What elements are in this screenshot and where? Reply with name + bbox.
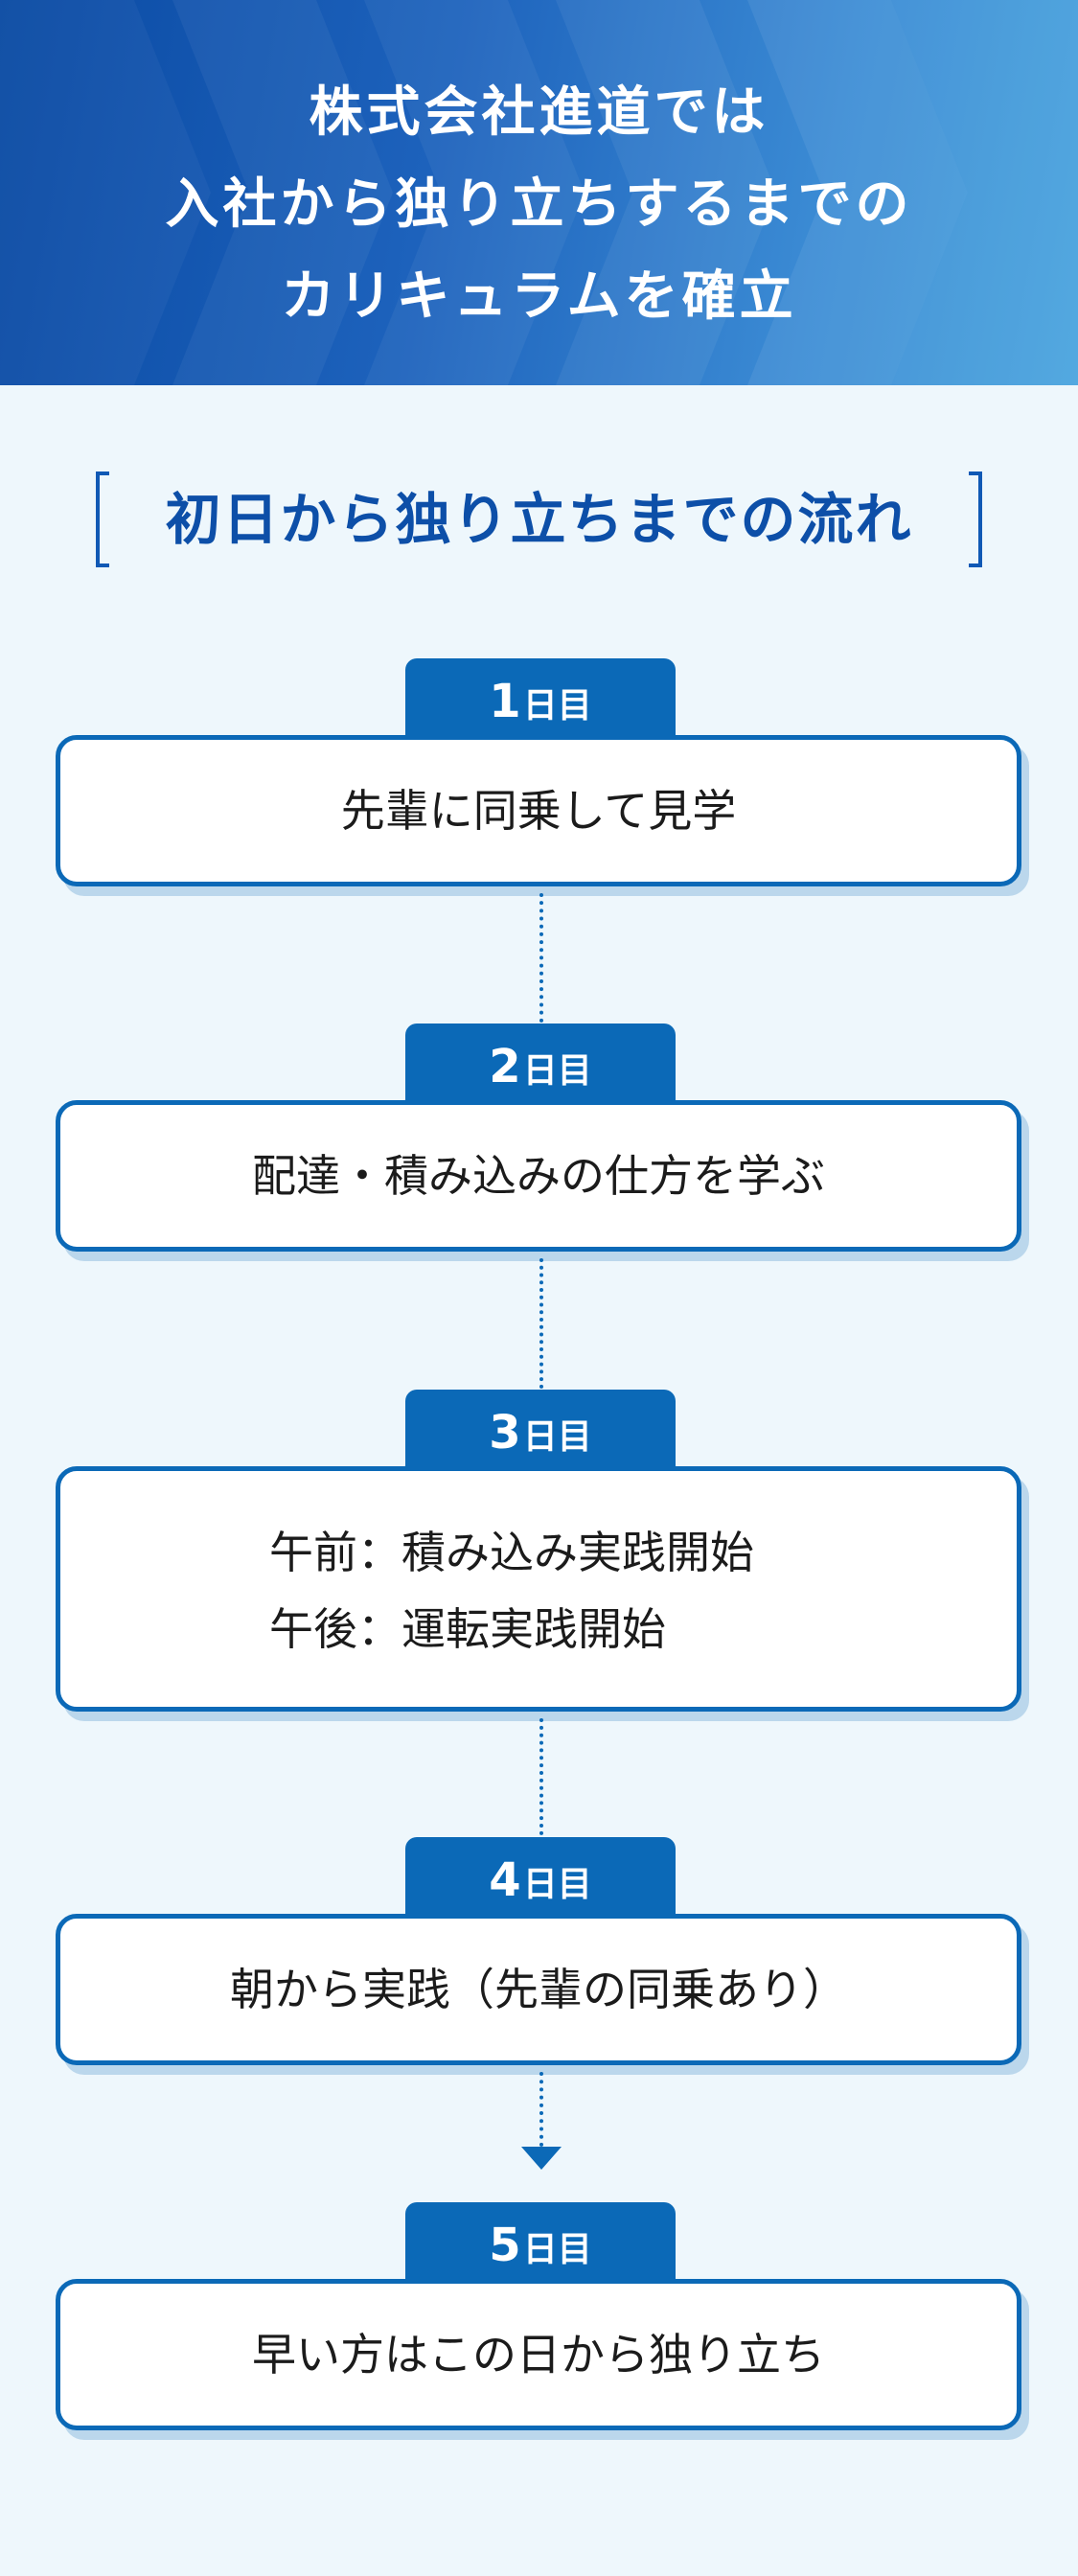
connector-2-3 (539, 1258, 543, 1389)
header-line-1: 株式会社進道では (309, 81, 769, 144)
header-line-3: カリキュラムを確立 (281, 265, 797, 328)
connector-4-5 (539, 2072, 543, 2147)
header-line-2: 入社から独り立ちするまでの (165, 173, 913, 236)
step-4-card: 朝から実践（先輩の同乗あり） (56, 1914, 1021, 2065)
step-3-text-afternoon: 午後：運転実践開始 (269, 1603, 666, 1655)
step-2-number: 2 (489, 1040, 521, 1093)
step-2-text: 配達・積み込みの仕方を学ぶ (252, 1150, 825, 1202)
chevron-background-decoration (0, 0, 1078, 385)
step-5-number: 5 (489, 2219, 521, 2272)
step-3-card: 午前：積み込み実践開始 午後：運転実践開始 (56, 1466, 1021, 1712)
step-5-card: 早い方はこの日から独り立ち (56, 2279, 1021, 2430)
step-5-unit: 日目 (522, 2230, 592, 2269)
step-2-card: 配達・積み込みの仕方を学ぶ (56, 1100, 1021, 1252)
section-heading: 初日から独り立ちまでの流れ (96, 472, 982, 571)
step-1-card: 先輩に同乗して見学 (56, 735, 1021, 886)
step-5-text: 早い方はこの日から独り立ち (252, 2329, 825, 2380)
section-title: 初日から独り立ちまでの流れ (165, 487, 913, 552)
step-4-number: 4 (489, 1853, 521, 1907)
right-bracket-decoration (969, 472, 982, 567)
connector-1-2 (539, 893, 543, 1023)
step-1-text: 先輩に同乗して見学 (340, 785, 737, 837)
step-3-text-morning: 午前：積み込み実践開始 (269, 1527, 754, 1578)
header-banner: 株式会社進道では 入社から独り立ちするまでの カリキュラムを確立 (0, 0, 1078, 385)
left-bracket-decoration (96, 472, 109, 567)
step-2-tab: 2日目 (405, 1024, 676, 1102)
step-1-tab: 1日目 (405, 658, 676, 737)
step-4-unit: 日目 (522, 1865, 592, 1904)
step-2-unit: 日目 (522, 1051, 592, 1091)
down-arrow-icon (521, 2147, 562, 2170)
step-3-tab: 3日目 (405, 1390, 676, 1468)
step-4-tab: 4日目 (405, 1837, 676, 1916)
connector-3-4 (539, 1718, 543, 1835)
step-1-number: 1 (489, 675, 521, 728)
step-3-unit: 日目 (522, 1417, 592, 1457)
step-4-text: 朝から実践（先輩の同乗あり） (230, 1964, 847, 2015)
header-headline: 株式会社進道では 入社から独り立ちするまでの カリキュラムを確立 (0, 67, 1078, 343)
step-5-tab: 5日目 (405, 2202, 676, 2281)
step-1-unit: 日目 (522, 686, 592, 725)
step-3-number: 3 (489, 1406, 521, 1460)
